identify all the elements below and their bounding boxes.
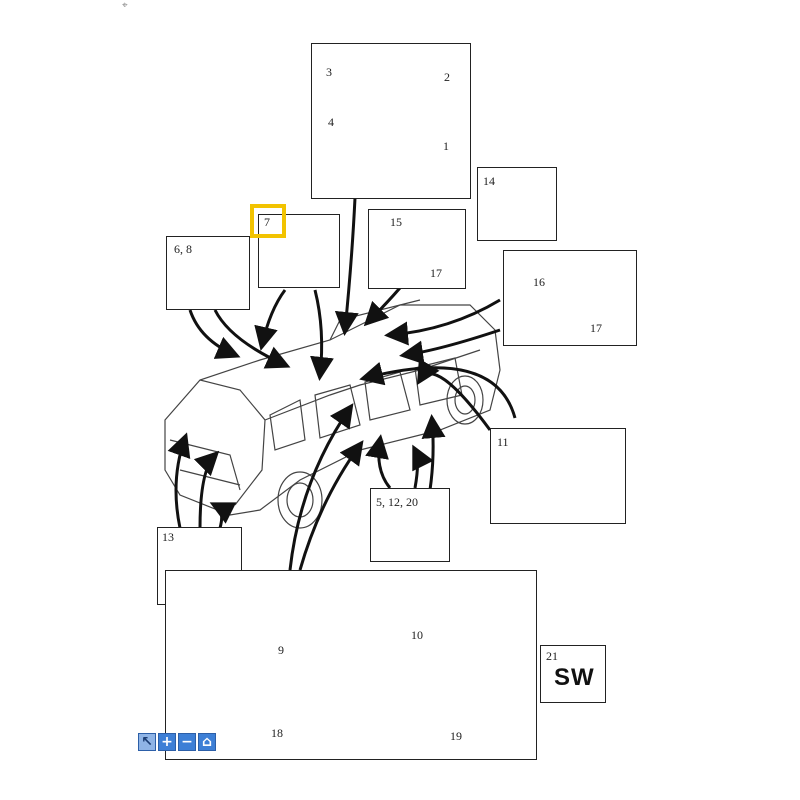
selection-highlight [250, 204, 286, 238]
callout-14: 14 [483, 174, 495, 188]
callout-3: 3 [326, 65, 332, 79]
callout-15: 15 [390, 215, 402, 229]
select-tool-button[interactable]: ↖ [138, 733, 156, 751]
part-box-21 [540, 645, 606, 703]
callout-7: 7 [264, 215, 270, 229]
callout-17-a: 17 [430, 266, 442, 280]
part-box-11 [490, 428, 626, 524]
callout-16: 16 [533, 275, 545, 289]
viewer-toolbar: ↖ + − ⌂ [138, 733, 216, 751]
callout-18: 18 [271, 726, 283, 740]
callout-2: 2 [444, 70, 450, 84]
part-box-14 [477, 167, 557, 241]
callout-6-8: 6, 8 [174, 242, 192, 256]
part-box-15-17 [368, 209, 466, 289]
callout-4: 4 [328, 115, 334, 129]
callout-21: 21 [546, 649, 558, 663]
cursor-icon: ↖ [141, 734, 153, 750]
drag-handle-icon: ⌖ [122, 0, 128, 11]
callout-1: 1 [443, 139, 449, 153]
part-box-1-4 [311, 43, 471, 199]
sw-label: SW [554, 664, 595, 691]
callout-17-b: 17 [590, 321, 602, 335]
minus-icon: − [181, 734, 193, 750]
home-icon: ⌂ [201, 734, 213, 750]
home-button[interactable]: ⌂ [198, 733, 216, 751]
plus-icon: + [161, 734, 173, 750]
callout-arrows [167, 197, 517, 571]
part-box-6-8 [166, 236, 250, 310]
part-box-7 [258, 214, 340, 288]
zoom-in-button[interactable]: + [158, 733, 176, 751]
callout-11: 11 [497, 435, 509, 449]
zoom-out-button[interactable]: − [178, 733, 196, 751]
callout-9: 9 [278, 643, 284, 657]
callout-13: 13 [162, 530, 174, 544]
callout-10: 10 [411, 628, 423, 642]
part-box-9-10-18-19 [165, 570, 537, 760]
callout-19: 19 [450, 729, 462, 743]
callout-5-12-20: 5, 12, 20 [376, 495, 418, 509]
part-box-16-17 [503, 250, 637, 346]
part-box-5-12-20 [370, 488, 450, 562]
